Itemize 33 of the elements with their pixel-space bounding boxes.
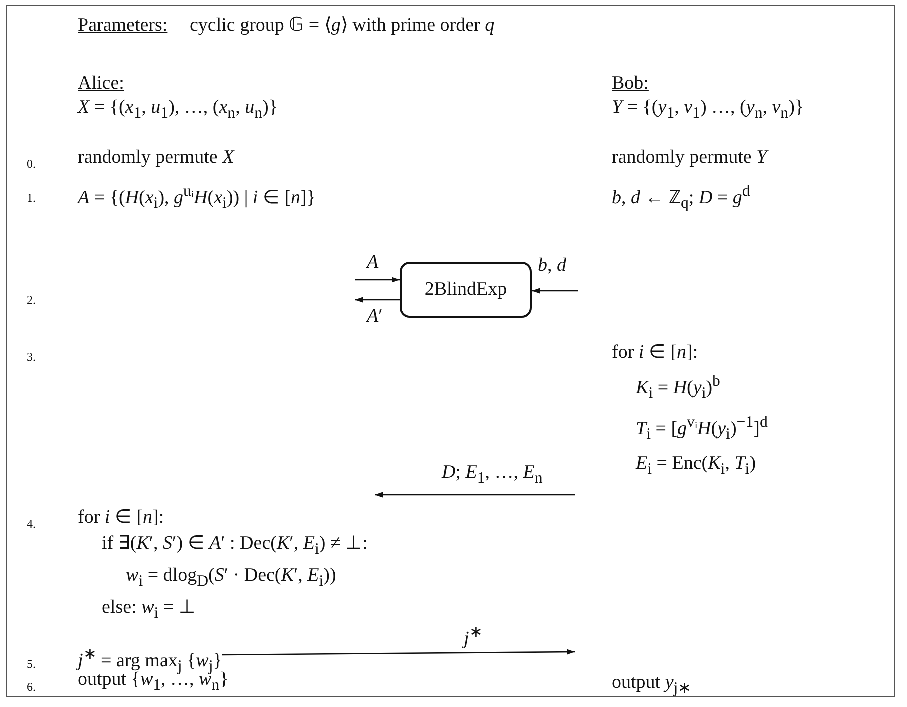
pseudocode-line: K$_{i}$ = H(y$_{i}$)$^{b}$: [636, 372, 722, 404]
function-box: 2BlindExp: [400, 262, 532, 318]
arrow: [532, 288, 578, 294]
step-number: 5.: [27, 656, 36, 673]
step-number: 1.: [27, 190, 36, 207]
edge-label: b, d: [536, 255, 568, 277]
pseudocode-line: output y$_{j∗}$: [612, 671, 692, 699]
step-number: 2.: [27, 292, 36, 309]
pseudocode-line: E$_{i}$ = Enc(K$_{i}$, T$_{i}$): [636, 452, 758, 480]
pseudocode-line: for i ∈ [n]:: [78, 506, 166, 530]
step-number: 0.: [27, 156, 36, 173]
step-number: 3.: [27, 349, 36, 366]
pseudocode-line: else: w$_{i}$ = ⊥: [102, 596, 197, 624]
body-text: randomly permute Y: [612, 146, 768, 170]
pseudocode-line: w$_{i}$ = dlog$_{D}$(S′ · Dec(K′, E$_{i}$)): [126, 564, 338, 592]
heading-text: Alice:: [78, 72, 124, 96]
pseudocode-line: for i ∈ [n]:: [612, 341, 700, 365]
pseudocode-line: if ∃(K′, S′) ∈ A′ : Dec(K′, E$_{i}$) ≠ ⊥:: [102, 532, 369, 560]
formula-text: A = {(H(x$_{i}$), g$^{uᵢ}$H(x$_{i}$)) | i ∈ [n]}: [78, 182, 316, 214]
body-text: cyclic group 𝔾 = ⟨g⟩ with prime order q: [190, 14, 495, 38]
arrow: [222, 649, 575, 656]
arrow: [375, 492, 575, 498]
pseudocode-line: T$_{i}$ = [g$^{vᵢ}$H(y$_{i}$)$^{−1}$]$^{d}$: [636, 413, 769, 446]
formula-text: X = {(x$_{1}$, u$_{1}$), …, (x$_{n}$, u$_{n}$)}: [78, 96, 278, 124]
formula-text: Y = {(y$_{1}$, v$_{1}$) …, (y$_{n}$, v$_{n}$)}: [612, 96, 804, 124]
step-number: 4.: [27, 516, 36, 533]
heading-text: Bob:: [612, 72, 649, 96]
formula-text: b, d ← ℤ$_{q}$; D = g$^{d}$: [612, 182, 750, 214]
arrow: [355, 277, 400, 283]
step-number: 6.: [27, 679, 36, 696]
body-text: randomly permute X: [78, 146, 234, 170]
heading-text: Parameters:: [78, 14, 168, 38]
arrow: [355, 297, 400, 303]
